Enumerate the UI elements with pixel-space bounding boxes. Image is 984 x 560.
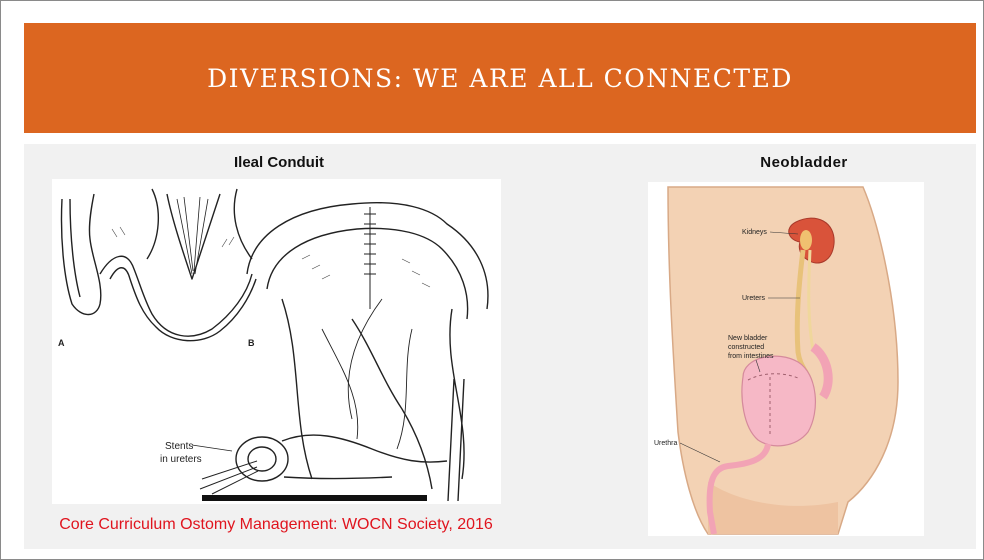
source-citation: Core Curriculum Ostomy Management: WOCN … [36,516,516,534]
title-bar: DIVERSIONS: WE ARE ALL CONNECTED [24,23,976,133]
new-bladder-label-line2: constructed [728,344,764,351]
neobladder-illustration: Kidneys Ureters New bladder constructed … [648,182,924,536]
slide-title: DIVERSIONS: WE ARE ALL CONNECTED [207,64,793,93]
neobladder-drawing: Kidneys Ureters New bladder constructed … [648,182,924,536]
content-panel: Ileal Conduit Neobladder [24,144,976,549]
ureters-label: Ureters [742,295,765,302]
new-bladder-label-line1: New bladder [728,335,768,342]
panel-b-label: B [248,338,255,348]
new-bladder-label-line3: from intestines [728,353,774,360]
panel-a-label: A [58,338,65,348]
neobladder-caption: Neobladder [714,154,894,171]
stents-label-line2: in ureters [160,454,202,465]
stents-label-line1: Stents [165,441,193,452]
urethra-label: Urethra [654,440,677,447]
ileal-conduit-caption: Ileal Conduit [184,154,374,171]
kidneys-label: Kidneys [742,229,767,236]
ileal-conduit-illustration: A B Stents in ureters [52,179,501,504]
ileal-conduit-drawing: A B Stents in ureters [52,179,501,504]
